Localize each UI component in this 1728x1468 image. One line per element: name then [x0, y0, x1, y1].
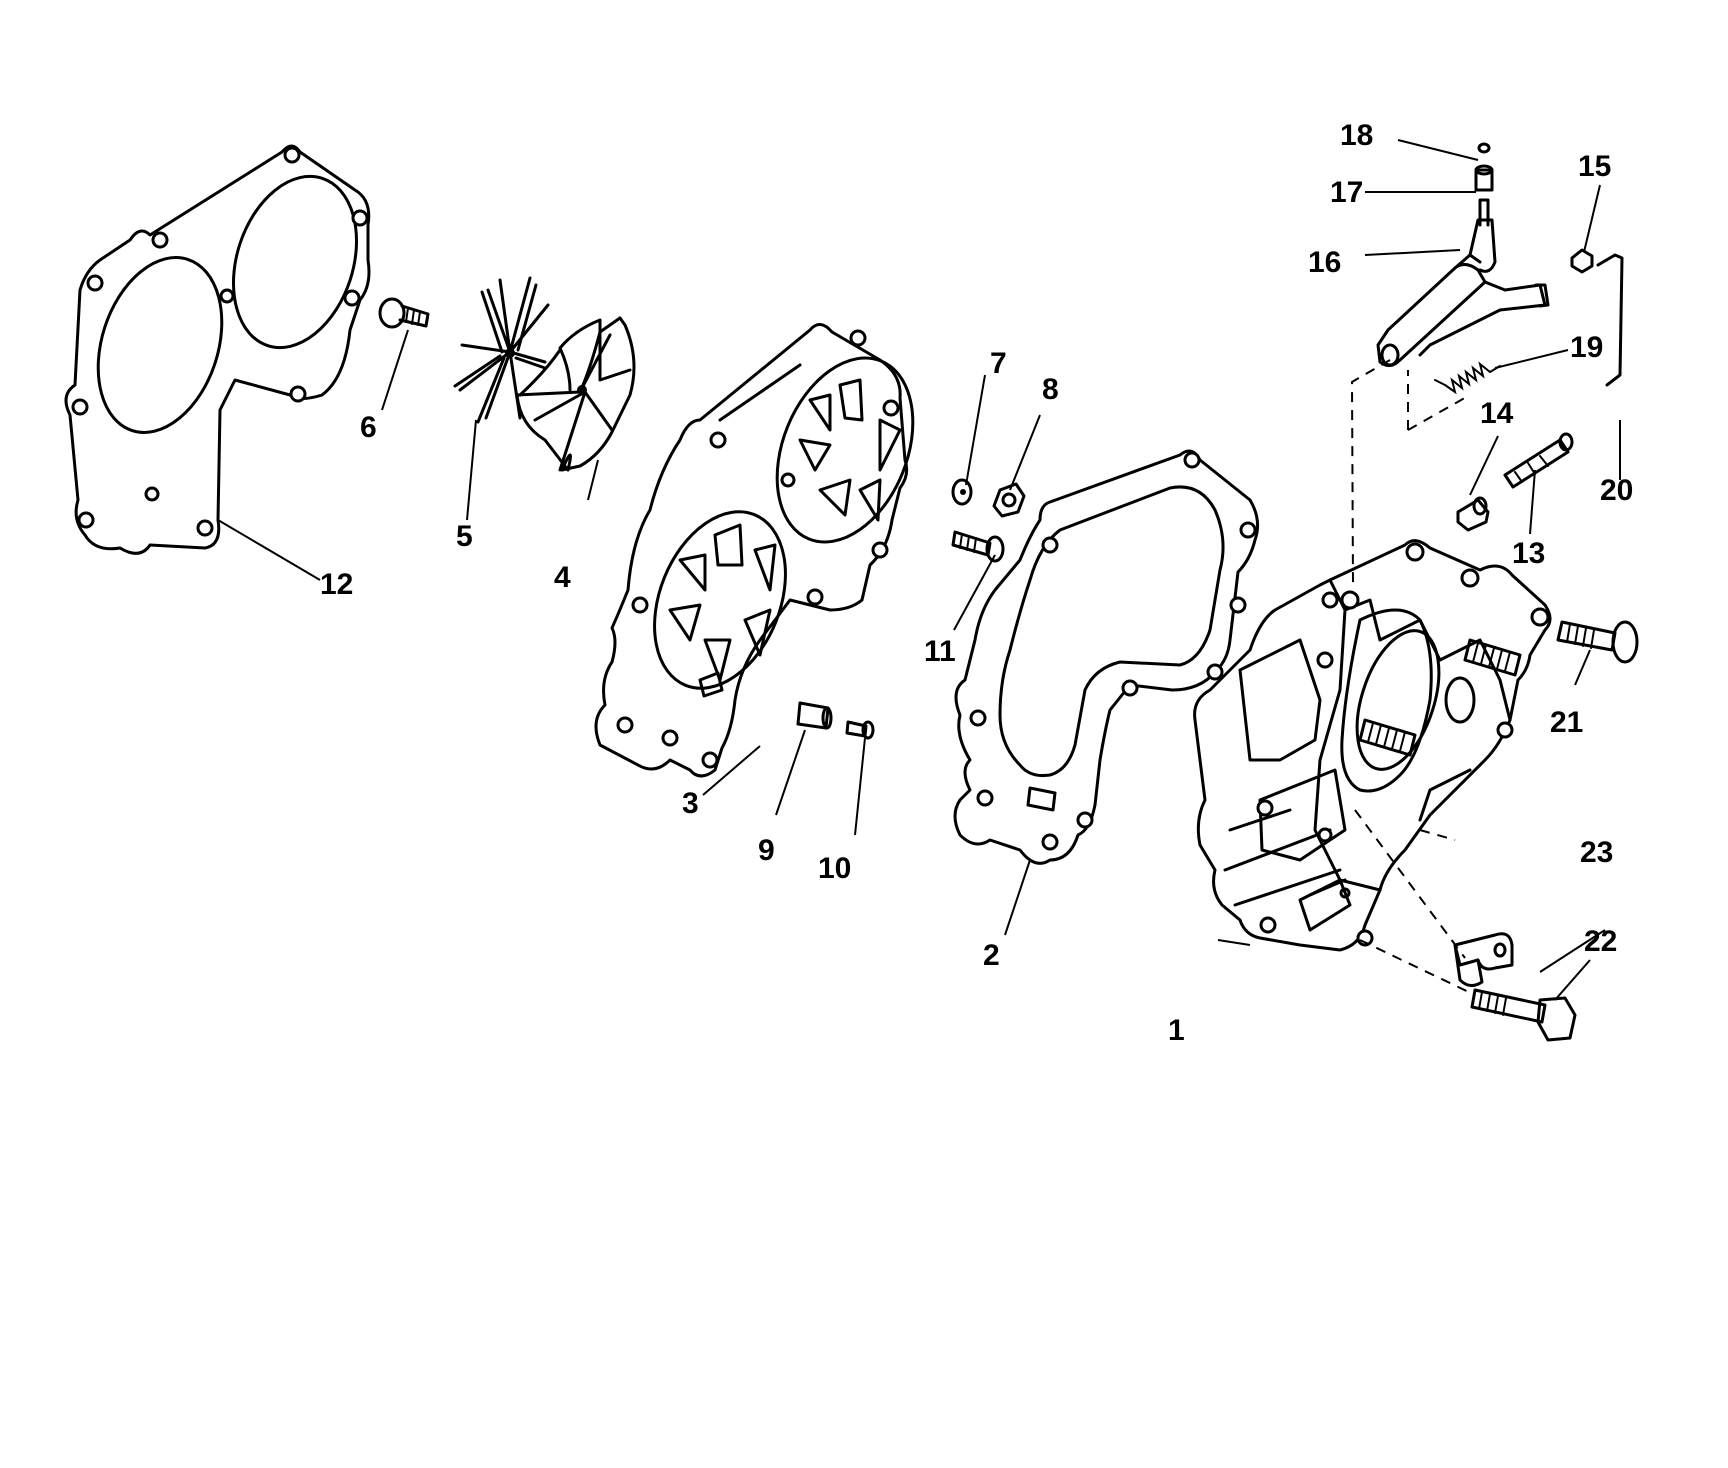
callout-22: 22: [1584, 925, 1617, 958]
part-15-nut: [1570, 248, 1594, 274]
part-19-spring: [1434, 361, 1501, 395]
part-16-linkage: [1376, 198, 1550, 367]
part-14-fitting: [1456, 496, 1490, 532]
callout-6: 6: [360, 411, 377, 444]
part-18-clip: [1477, 142, 1491, 154]
callout-17: 17: [1330, 176, 1363, 209]
part-12-gasket: [64, 144, 371, 555]
part-7-lockwasher: [951, 478, 973, 506]
part-17-sleeve: [1474, 164, 1494, 192]
callout-16: 16: [1308, 246, 1341, 279]
callout-14: 14: [1480, 397, 1514, 430]
part-22-hex-bolt: [1470, 988, 1577, 1042]
callout-21: 21: [1550, 706, 1583, 739]
callout-1: 1: [1168, 1014, 1185, 1047]
callout-15: 15: [1578, 150, 1611, 183]
callout-20: 20: [1600, 474, 1633, 507]
callout-5: 5: [456, 520, 473, 553]
callout-11: 11: [924, 635, 956, 668]
assembly-lines: [1350, 359, 1476, 996]
callout-9: 9: [758, 834, 775, 867]
callout-4: 4: [554, 561, 571, 594]
callout-18: 18: [1340, 119, 1373, 152]
part-10-screw: [845, 720, 875, 740]
part-13-pin: [1503, 432, 1574, 489]
callout-13: 13: [1512, 537, 1545, 570]
callout-23: 23: [1580, 836, 1613, 869]
callout-7: 7: [990, 347, 1007, 380]
callout-labels: 1 2 3 4 5 6 7 8 9 10 11 12 13 14 15 16 1…: [320, 119, 1633, 1047]
part-8-nut: [992, 482, 1026, 518]
part-9-sleeve: [796, 701, 833, 730]
callout-3: 3: [682, 787, 699, 820]
part-23-clamp: [1453, 932, 1514, 987]
callout-10: 10: [818, 852, 851, 885]
part-4-valve-disk: [515, 316, 636, 472]
leader-lines: [217, 139, 1621, 1001]
callout-12: 12: [320, 568, 353, 601]
callout-19: 19: [1570, 331, 1603, 364]
part-6-screw: [378, 297, 430, 329]
callout-2: 2: [983, 939, 1000, 972]
part-20-link-rod: [1596, 253, 1624, 387]
part-1-housing: [1193, 539, 1552, 952]
callout-8: 8: [1042, 373, 1059, 406]
part-3-valve-plate: [594, 323, 915, 778]
part-5-impeller: [453, 276, 550, 424]
part-2-gasket: [953, 449, 1260, 865]
part-11-screw: [951, 530, 1005, 563]
part-21-bolt: [1556, 620, 1639, 664]
